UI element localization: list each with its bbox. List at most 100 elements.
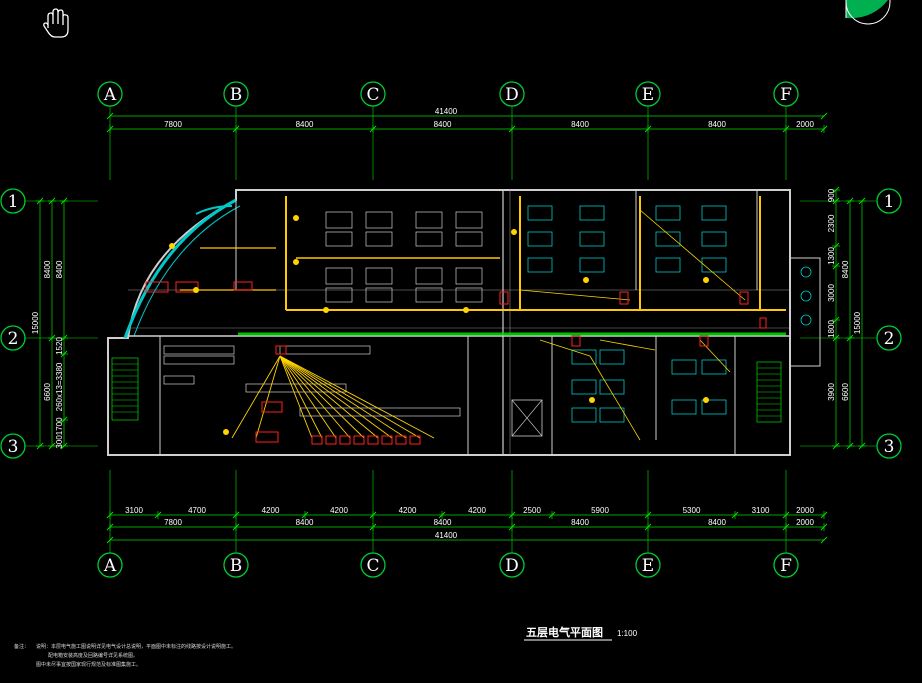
- axis-bubble-bottom-E-circle: [635, 552, 661, 578]
- dim-bottom-detail-text: 4200: [468, 506, 486, 515]
- dim-bottom-detail-text: 2500: [523, 506, 541, 515]
- branch-circuit: [279, 355, 337, 439]
- bed: [527, 231, 553, 247]
- axis-bubble-right-3: 3: [884, 437, 895, 457]
- axis-bubble-top-D-circle: [499, 81, 525, 107]
- pan-hand-icon[interactable]: [43, 8, 69, 38]
- equipment-box: [255, 431, 279, 443]
- dim-right-seg-slash: [846, 334, 854, 342]
- bed: [701, 359, 727, 375]
- light-fixture: [511, 229, 517, 235]
- axis-bubble-top-C-circle: [360, 81, 386, 107]
- dim-bottom-detail-text: 5300: [683, 506, 701, 515]
- bed: [527, 205, 553, 221]
- light-fixture: [589, 397, 595, 403]
- dim-bottom-seg-text: 7800: [164, 518, 182, 527]
- dim-bottom-seg-text: 8400: [571, 518, 589, 527]
- dim-left-seg-slash: [48, 334, 56, 342]
- dim-bottom-seg-slash: [782, 523, 790, 531]
- dim-right-inner-slash: [832, 442, 840, 450]
- bed: [671, 399, 697, 415]
- dim-bottom-total-slash: [106, 536, 114, 544]
- desk: [455, 211, 483, 229]
- dim-bottom-detail-slash: [644, 511, 652, 519]
- axis-bubble-bottom-C-circle: [360, 552, 386, 578]
- dim-top-seg-text: 8400: [434, 120, 452, 129]
- dim-right-inner-text: 900: [827, 188, 836, 202]
- equipment-box: [311, 435, 323, 445]
- axis-bubble-left-3-circle: [0, 433, 26, 459]
- axis-bubble-right-1-circle: [876, 188, 902, 214]
- dim-bottom-detail-text: 4700: [188, 506, 206, 515]
- dim-right-seg-text: 6600: [841, 383, 850, 401]
- dim-left-seg-slash: [48, 197, 56, 205]
- branch-circuit: [255, 355, 281, 439]
- dim-bottom-seg-slash: [106, 523, 114, 531]
- dim-left-total-wrap-slash: [36, 442, 44, 450]
- dim-top-seg-slash: [782, 125, 790, 133]
- bed: [599, 407, 625, 423]
- dim-left-inner-slash: [60, 334, 68, 342]
- axis-bubble-top-F-circle: [773, 81, 799, 107]
- equipment-box: [339, 435, 351, 445]
- axis-bubble-left-1: 1: [8, 192, 19, 212]
- bed: [579, 205, 605, 221]
- light-fixture: [169, 243, 175, 249]
- counter: [299, 407, 461, 417]
- axis-bubble-bottom-B: B: [230, 556, 243, 576]
- dim-right-seg-slash: [846, 197, 854, 205]
- compass-icon: [845, 0, 891, 25]
- dim-bottom-seg-slash: [369, 523, 377, 531]
- equipment-box: [325, 435, 337, 445]
- room-furniture: [163, 205, 727, 423]
- counter: [279, 345, 371, 355]
- equipment-box: [759, 317, 767, 329]
- equipment-box: [353, 435, 365, 445]
- axis-bubble-left-2-circle: [0, 325, 26, 351]
- dim-bottom-seg-slash: [820, 523, 828, 531]
- dim-bottom-detail-text: 4200: [330, 506, 348, 515]
- dim-top-seg-text: 8400: [296, 120, 314, 129]
- electrical-equipment: [145, 215, 767, 445]
- dim-left-seg-slash: [48, 442, 56, 450]
- desk: [415, 231, 443, 247]
- bed: [579, 257, 605, 273]
- dim-bottom-detail-text: 3100: [752, 506, 770, 515]
- bed: [655, 257, 681, 273]
- bed: [599, 379, 625, 395]
- branch-circuits: [231, 209, 746, 441]
- dim-bottom-seg-slash: [644, 523, 652, 531]
- desk: [365, 267, 393, 285]
- lobby-sofa: [195, 205, 233, 215]
- axis-bubble-right-2-circle: [876, 325, 902, 351]
- bed: [655, 231, 681, 247]
- desk: [365, 287, 393, 303]
- dim-bottom-detail-slash: [438, 511, 446, 519]
- axis-bubble-top-C: C: [366, 85, 379, 105]
- dim-left-inner-slash: [60, 350, 68, 358]
- cable-tray: [180, 196, 786, 336]
- dim-bottom-total: 41400: [435, 531, 458, 540]
- dim-bottom-detail-text: 4200: [399, 506, 417, 515]
- dim-right-inner-text: 1300: [827, 247, 836, 265]
- light-fixture: [323, 307, 329, 313]
- branch-circuit: [279, 355, 393, 439]
- desk: [325, 267, 353, 285]
- bed: [671, 359, 697, 375]
- dim-top-seg-text: 2000: [796, 120, 814, 129]
- dim-right-inner-slash: [832, 242, 840, 250]
- counter: [245, 383, 347, 393]
- dim-top-total-slash: [106, 112, 114, 120]
- dim-right-inner-slash: [832, 197, 840, 205]
- dim-right-inner-slash: [832, 334, 840, 342]
- branch-circuit: [279, 355, 365, 439]
- dim-left-inner-text: 1520: [55, 337, 64, 355]
- dim-right-inner-slash: [832, 316, 840, 324]
- desk: [365, 211, 393, 229]
- equipment-box: [571, 335, 581, 347]
- equipment-box: [409, 435, 421, 445]
- branch-circuit: [279, 355, 323, 439]
- branch-circuit: [279, 355, 435, 439]
- counter: [163, 355, 235, 365]
